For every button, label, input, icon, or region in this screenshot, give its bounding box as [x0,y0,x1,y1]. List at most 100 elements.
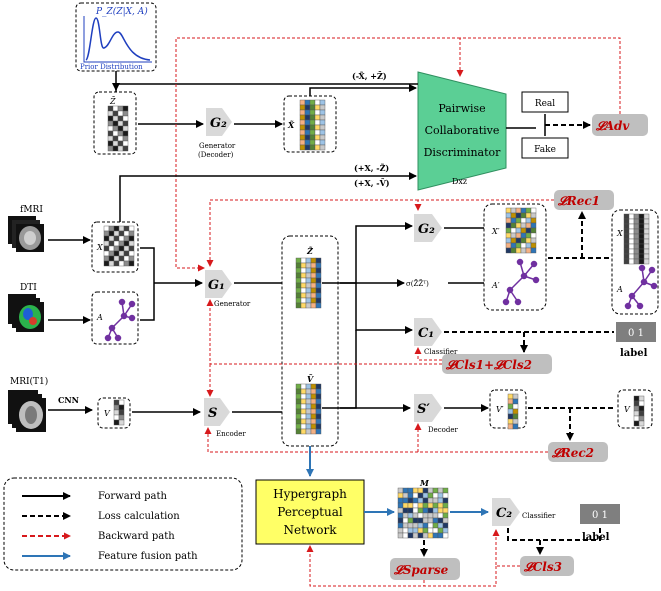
matrix-cell [432,512,439,519]
matrix-cell [118,409,125,416]
matrix-cell [300,393,307,400]
matrix-cell [128,260,135,267]
matrix-cell [633,243,640,250]
matrix-cell [113,260,120,267]
matrix-cell [512,408,519,415]
matrix-cell [309,124,316,131]
matrix-cell [299,104,306,111]
matrix-cell [314,114,321,121]
matrix-cell [310,413,317,420]
matrix-cell [638,405,645,412]
matrix-cell [112,110,119,117]
matrix-cell [512,418,519,425]
matrix-cell [633,258,640,265]
matrix-cell [623,238,630,245]
cnn-label: CNN [58,395,79,405]
matrix-cell [515,217,522,224]
matrix-cell [128,240,135,247]
matrix-cell [314,134,321,141]
matrix-cell [407,492,414,499]
x-label: X [96,243,103,252]
matrix-cell [515,212,522,219]
matrix-cell [112,145,119,152]
matrix-cell [507,418,514,425]
matrix-cell [295,428,302,435]
loss-cls12: 𝓛Cls1+𝓛Cls2 [442,354,552,374]
matrix-cell [305,413,312,420]
matrix-cell [315,398,322,405]
matrix-cell [118,245,125,252]
x-tilde-label: X̃ [287,120,295,130]
matrix-cell [315,277,322,284]
edge-zbar-to-disc [115,83,418,92]
matrix-cell [530,232,537,239]
x-right-matrix [623,213,650,265]
legend-label: Feature fusion path [98,551,198,562]
fake-box [521,137,569,159]
matrix-cell [397,527,404,534]
matrix-cell [315,408,322,415]
matrix-cell [319,119,326,126]
matrix-cell [427,492,434,499]
matrix-cell [304,134,311,141]
g1-caption: Generator [214,300,251,308]
matrix-cell [623,253,630,260]
matrix-cell [412,517,419,524]
matrix-cell [520,227,527,234]
loss-cls3: 𝓛Cls3 [520,556,574,576]
matrix-cell [305,292,312,299]
matrix-cell [112,130,119,137]
backward-rec2-to-s [204,427,548,453]
matrix-cell [427,517,434,524]
matrix-cell [530,237,537,244]
matrix-cell [295,418,302,425]
matrix-cell [310,393,317,400]
matrix-cell [417,522,424,529]
matrix-cell [427,527,434,534]
matrix-cell [295,383,302,390]
matrix-cell [315,393,322,400]
matrix-cell [507,403,514,410]
matrix-cell [315,262,322,269]
matrix-cell [300,388,307,395]
matrix-cell [412,487,419,494]
matrix-cell [304,104,311,111]
matrix-cell [310,272,317,279]
matrix-cell [108,245,115,252]
matrix-cell [107,110,114,117]
matrix-cell [402,492,409,499]
matrix-cell [305,257,312,264]
edge-ztilde-to-g2 [322,222,413,284]
matrix-cell [123,225,130,232]
matrix-cell [530,217,537,224]
loss-adv-text: 𝓛Adv [595,119,630,133]
matrix-cell [628,238,635,245]
matrix-cell [643,223,650,230]
matrix-cell [300,297,307,304]
m-label: M [419,478,430,488]
matrix-cell [412,502,419,509]
matrix-cell [422,522,429,529]
matrix-cell [315,292,322,299]
matrix-cell [638,395,645,402]
matrix-cell [310,418,317,425]
matrix-cell [319,139,326,146]
matrix-cell [108,230,115,237]
matrix-cell [108,240,115,247]
matrix-cell [309,129,316,136]
matrix-cell [525,222,532,229]
matrix-cell [305,267,312,274]
label-box-1: 0 1 label [616,322,656,359]
matrix-cell [113,419,120,426]
x-tilde-matrix [299,99,326,151]
matrix-cell [295,423,302,430]
matrix-cell [437,487,444,494]
matrix-cell [427,512,434,519]
matrix-cell [432,507,439,514]
matrix-cell [112,125,119,132]
matrix-cell [623,248,630,255]
matrix-cell [510,232,517,239]
matrix-cell [407,522,414,529]
matrix-cell [117,115,124,122]
